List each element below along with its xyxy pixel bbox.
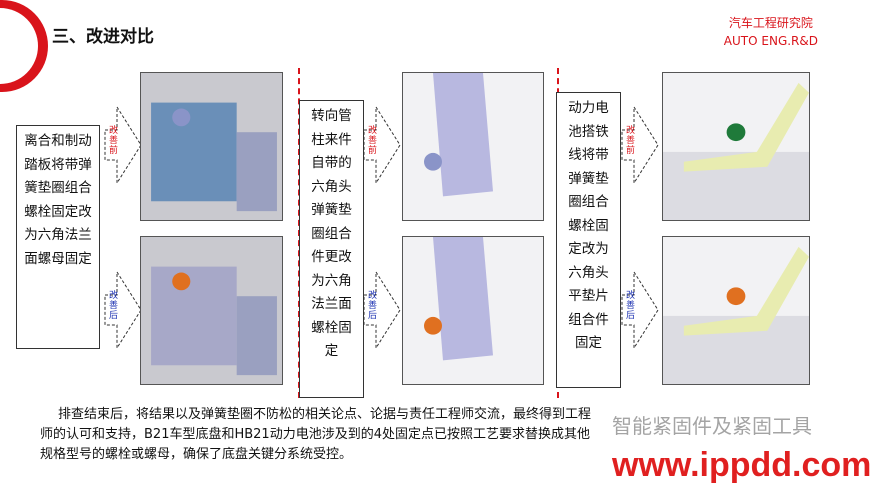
org-name-en: AUTO ENG.R&D bbox=[723, 34, 818, 48]
after-arrow bbox=[104, 270, 142, 350]
before-photo bbox=[662, 72, 810, 221]
after-photo bbox=[662, 236, 810, 385]
after-arrow bbox=[621, 270, 659, 350]
before-label: 改善前 bbox=[366, 125, 376, 155]
org-name-cn: 汽车工程研究院 bbox=[728, 16, 813, 30]
before-arrow bbox=[621, 105, 659, 185]
before-label: 改善前 bbox=[624, 125, 634, 155]
description-box: 离合和制动踏板将带弹簧垫圈组合螺栓固定改为六角法兰面螺母固定 bbox=[16, 125, 100, 349]
watermark-wechat: 智能紧固件及紧固工具 bbox=[612, 414, 812, 438]
before-label: 改善前 bbox=[107, 125, 117, 155]
after-photo bbox=[402, 236, 544, 385]
org-logo: 汽车工程研究院 AUTO ENG.R&D bbox=[724, 14, 818, 50]
after-label: 改善后 bbox=[107, 290, 117, 320]
after-arrow bbox=[363, 270, 401, 350]
after-label: 改善后 bbox=[624, 290, 634, 320]
before-photo bbox=[140, 72, 283, 221]
description-box: 转向管柱来件自带的六角头弹簧垫圈组合件更改为六角法兰面螺栓固定 bbox=[299, 100, 364, 398]
before-photo bbox=[402, 72, 544, 221]
after-label: 改善后 bbox=[366, 290, 376, 320]
description-box: 动力电池搭铁线将带弹簧垫圈组合螺栓固定改为六角头平垫片组合件固定 bbox=[556, 92, 621, 388]
summary-text: 排查结束后，将结果以及弹簧垫圈不防松的相关论点、论据与责任工程师交流，最终得到工… bbox=[40, 407, 592, 462]
before-arrow bbox=[104, 105, 142, 185]
page-title: 三、改进对比 bbox=[52, 27, 154, 47]
watermark-site: www.ippdd.com bbox=[612, 446, 872, 484]
after-photo bbox=[140, 236, 283, 385]
before-arrow bbox=[363, 105, 401, 185]
